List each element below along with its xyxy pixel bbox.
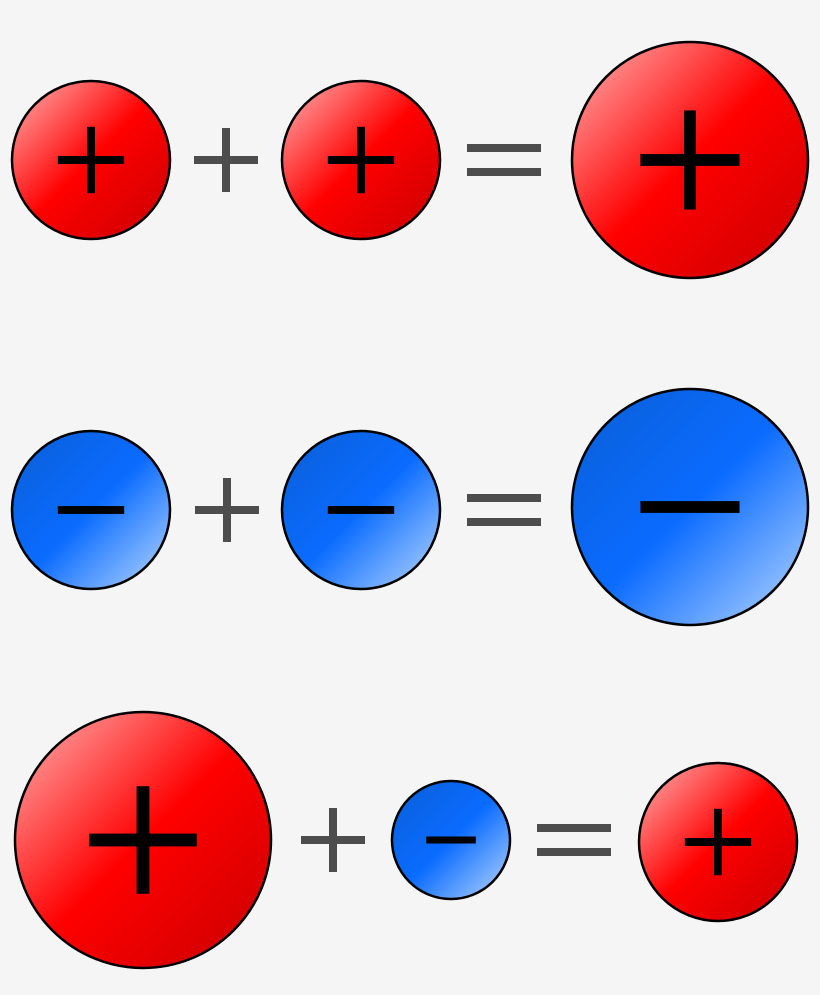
equals-icon (467, 494, 541, 526)
minus-sign-icon (426, 836, 476, 844)
equals-icon (537, 824, 611, 856)
term-2-negative-charge (390, 779, 512, 901)
minus-sign-icon (640, 501, 740, 513)
result-positive-charge (637, 761, 799, 923)
term-1-negative-charge (10, 429, 172, 591)
plus-icon (195, 478, 259, 542)
plus-icon (301, 808, 365, 872)
plus-sign-icon (684, 808, 752, 876)
result-positive-charge (570, 40, 810, 280)
minus-sign-icon (327, 506, 395, 514)
result-negative-charge (570, 387, 810, 627)
term-2-positive-charge (280, 79, 442, 241)
term-1-positive-charge (13, 710, 273, 970)
plus-sign-icon (327, 126, 395, 194)
plus-icon (194, 128, 258, 192)
equation-row-3 (13, 710, 799, 970)
plus-sign-icon (640, 110, 740, 210)
equations (10, 40, 810, 970)
term-2-negative-charge (280, 429, 442, 591)
plus-sign-icon (57, 126, 125, 194)
plus-sign-icon (89, 786, 197, 894)
equation-row-2 (10, 387, 810, 627)
term-1-positive-charge (10, 79, 172, 241)
minus-sign-icon (57, 506, 125, 514)
equation-row-1 (10, 40, 810, 280)
equals-icon (467, 144, 541, 176)
